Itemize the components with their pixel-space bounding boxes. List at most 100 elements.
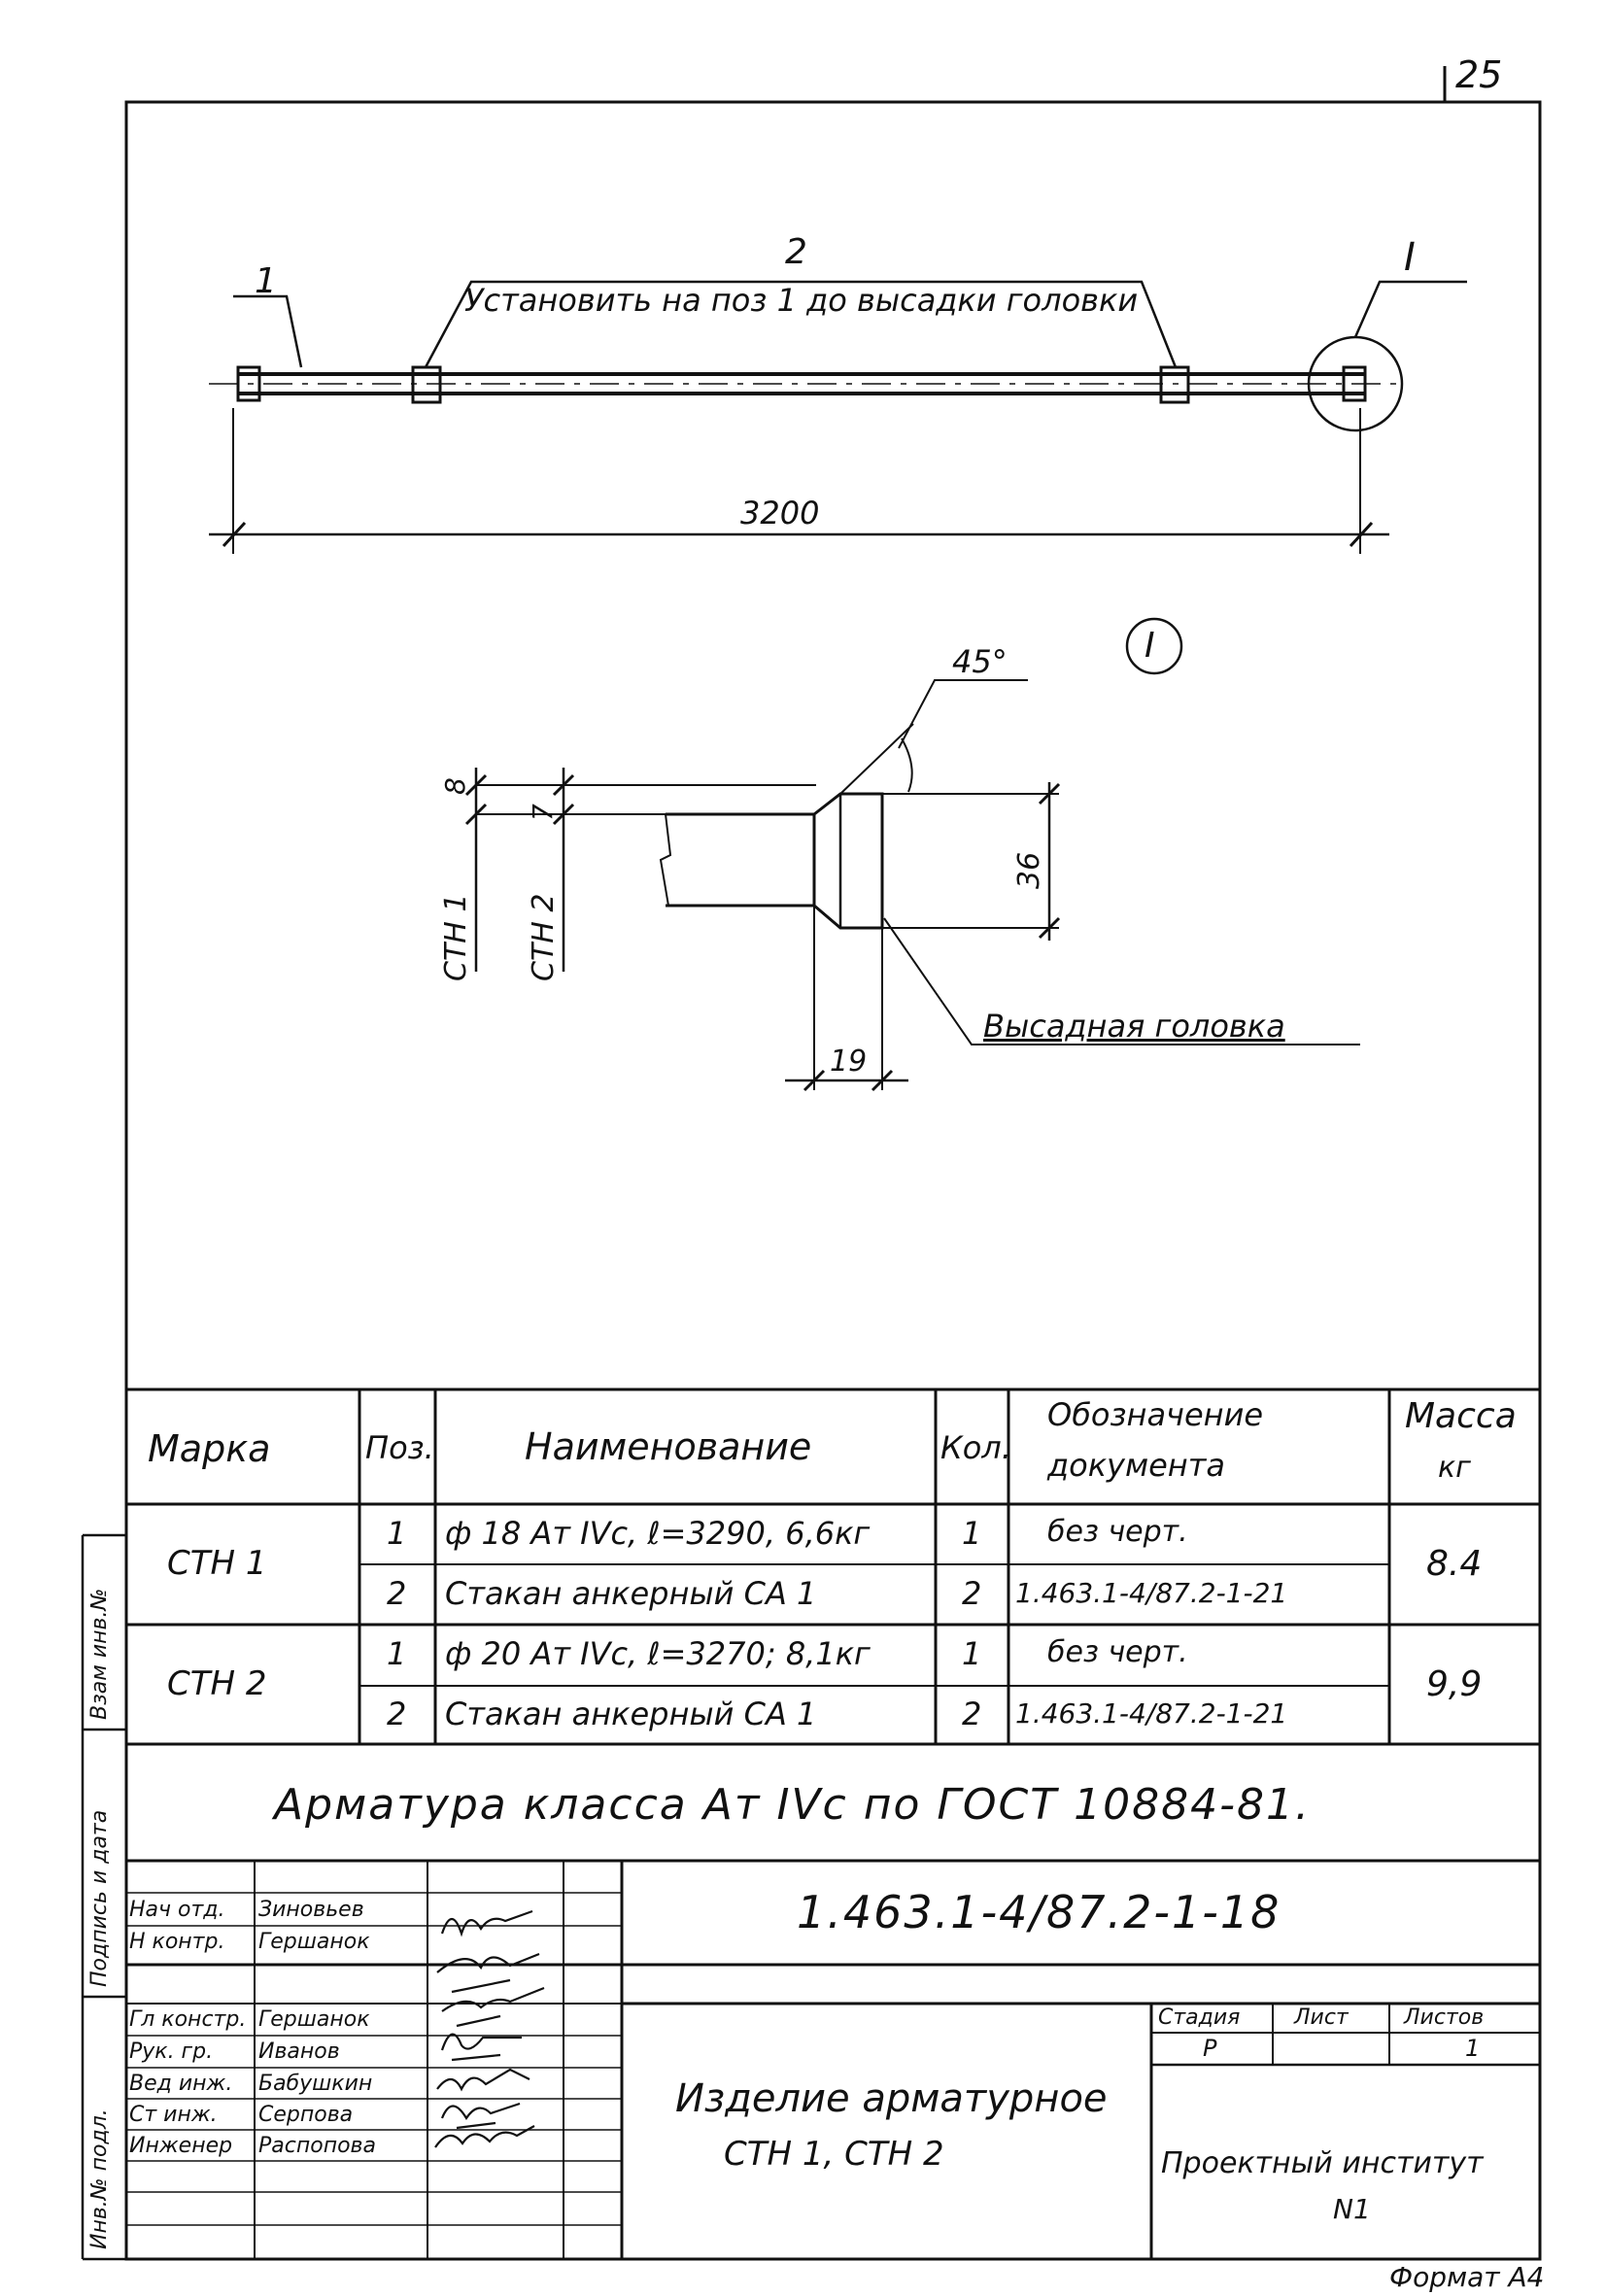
role-2: Гл констр.	[129, 2007, 247, 2032]
g2r2-pos: 2	[387, 1696, 407, 1732]
doc-code: 1.463.1-4/87.2-1-18	[797, 1886, 1281, 1938]
overall-length-dim: 3200	[740, 495, 820, 531]
name-3: Иванов	[258, 2039, 340, 2064]
product-name-1: Изделие арматурное	[675, 2076, 1108, 2121]
detail-title: I	[1145, 626, 1155, 666]
signatures	[434, 1909, 545, 2148]
dim-36-tick-top	[1038, 782, 1061, 805]
header-doc-2: документа	[1047, 1447, 1225, 1484]
dim-tick-left	[222, 521, 247, 548]
g2r1-pos: 1	[387, 1635, 407, 1672]
dim-19-tick-right	[871, 1069, 894, 1092]
signature-7	[434, 2125, 535, 2148]
name-2: Гершанок	[258, 2007, 370, 2032]
group2-mark: СТН 2	[167, 1664, 267, 1703]
install-note: Установить на поз 1 до высадки головки	[464, 282, 1139, 319]
detail-ref-label: I	[1404, 235, 1416, 280]
angle-label: 45°	[952, 643, 1008, 680]
g1r1-pos: 1	[387, 1515, 407, 1552]
sheets-header: Листов	[1404, 2005, 1485, 2030]
detail-break-line	[659, 813, 672, 907]
rod-head-left	[236, 365, 261, 402]
drawing-frame	[124, 100, 1542, 2261]
dim-7-label: 7	[527, 804, 559, 821]
g1r2-qty: 2	[962, 1575, 982, 1612]
title-block-grid	[126, 1861, 1540, 2259]
header-qty: Кол.	[940, 1429, 1011, 1466]
g2r2-doc: 1.463.1-4/87.2-1-21	[1015, 1697, 1288, 1730]
g2r1-doc: без черт.	[1047, 1635, 1188, 1669]
g1r2-doc: 1.463.1-4/87.2-1-21	[1015, 1577, 1288, 1609]
side-replace-inv: Взам инв.№	[87, 1588, 112, 1720]
side-stamp-grid	[81, 1533, 126, 2261]
dim-8-label: 8	[439, 777, 471, 795]
name-5: Серпова	[258, 2103, 354, 2127]
group1-mark: СТН 1	[167, 1544, 267, 1583]
format-label: Формат А4	[1389, 2261, 1545, 2293]
g1r1-qty: 1	[962, 1515, 982, 1552]
signature-3	[441, 1986, 545, 2028]
signature-6	[440, 2102, 521, 2130]
name-6: Распопова	[258, 2134, 376, 2158]
role-3: Рук. гр.	[129, 2039, 214, 2064]
g1r2-pos: 2	[387, 1575, 407, 1612]
side-inv-orig: Инв.№ подл.	[87, 2108, 112, 2249]
sheet-header: Лист	[1294, 2005, 1349, 2030]
g2r1-name: ф 20 Ат IVс, ℓ=3270; 8,1кг	[445, 1635, 871, 1672]
angle-line	[839, 723, 914, 795]
head-leader	[883, 917, 1360, 1045]
role-4: Вед инж.	[129, 2072, 233, 2096]
role-0: Нач отд.	[129, 1898, 225, 1922]
dim-19-label: 19	[830, 1045, 868, 1079]
group1-mass: 8.4	[1426, 1544, 1483, 1584]
leader-detail	[1353, 280, 1467, 338]
header-doc-1: Обозначение	[1047, 1396, 1264, 1433]
header-mass-1: Масса	[1405, 1396, 1517, 1436]
header-pos: Поз.	[365, 1429, 434, 1466]
header-mass-2: кг	[1438, 1451, 1471, 1485]
side-sign-date: Подпись и дата	[87, 1809, 112, 1987]
group2-mass: 9,9	[1426, 1664, 1483, 1704]
signature-1	[440, 1909, 533, 1937]
rod-head-right	[1342, 365, 1367, 402]
dim-tick-right	[1349, 521, 1374, 548]
spec-table-grid	[126, 1388, 1540, 1863]
sheets-value: 1	[1465, 2035, 1481, 2062]
signature-2	[436, 1952, 540, 1994]
header-mark: Марка	[148, 1427, 271, 1470]
dim-8-tick-a	[464, 773, 488, 797]
stage-header: Стадия	[1158, 2005, 1241, 2030]
role-1: Н контр.	[129, 1930, 225, 1954]
name-4: Бабушкин	[258, 2072, 373, 2096]
g2r1-qty: 1	[962, 1635, 982, 1672]
signature-4	[440, 2033, 522, 2062]
detail-title-circle	[1125, 617, 1183, 675]
name-1: Гершанок	[258, 1930, 370, 1954]
name-0: Зиновьев	[258, 1898, 364, 1922]
leader-pos1	[233, 294, 303, 368]
sheet-number: 25	[1455, 53, 1503, 96]
rod-elevation	[209, 280, 1467, 554]
org-name-2: N1	[1333, 2193, 1371, 2225]
dim-36-label: 36	[1012, 851, 1046, 889]
dim-7-tick-b	[552, 803, 575, 826]
dim-7-tick-a	[552, 773, 575, 797]
stage-value: Р	[1203, 2035, 1217, 2062]
label-stn2: СТН 2	[527, 893, 561, 981]
g1r2-name: Стакан анкерный СА 1	[445, 1575, 817, 1612]
g2r2-name: Стакан анкерный СА 1	[445, 1696, 817, 1732]
g1r1-doc: без черт.	[1047, 1515, 1188, 1549]
role-6: Инженер	[129, 2134, 233, 2158]
angle-arc	[901, 737, 913, 793]
label-stn1: СТН 1	[439, 893, 473, 981]
header-name: Наименование	[525, 1425, 812, 1468]
dim-19-tick-left	[803, 1069, 826, 1092]
g1r1-name: ф 18 Ат IVс, ℓ=3290, 6,6кг	[445, 1515, 871, 1552]
pos2-label: 2	[785, 232, 807, 272]
role-5: Ст инж.	[129, 2103, 218, 2127]
detail-i	[464, 617, 1360, 1092]
dim-36-tick-bottom	[1038, 916, 1061, 940]
angle-leader	[898, 679, 1028, 749]
head-label: Высадная головка	[983, 1008, 1285, 1045]
